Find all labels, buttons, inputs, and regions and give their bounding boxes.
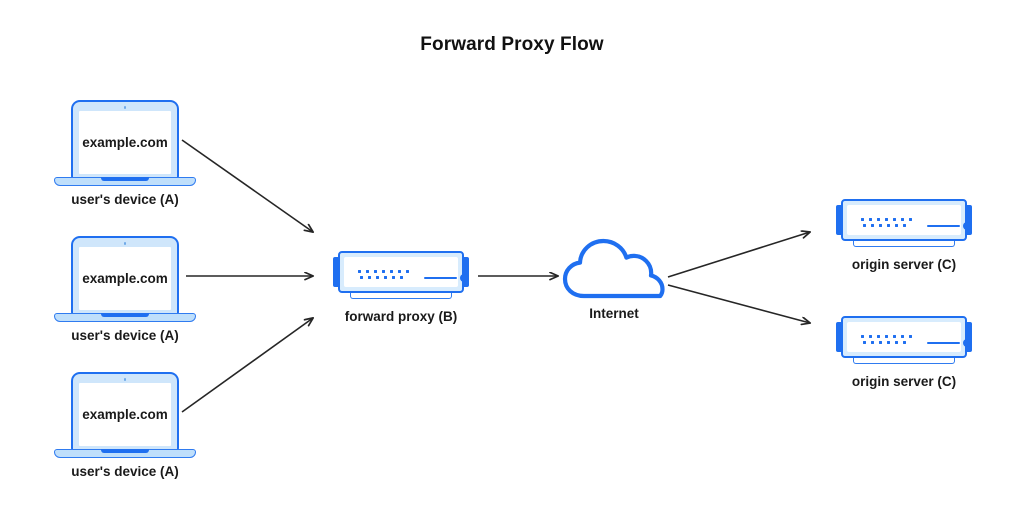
- server-status-line: [424, 277, 457, 279]
- client-screen-text: example.com: [82, 134, 168, 150]
- server-face: [847, 322, 971, 352]
- server-body: [841, 199, 971, 241]
- node-client-2[interactable]: example.com user's device (A): [54, 236, 196, 343]
- server-bar-right: [963, 205, 972, 235]
- server-body: [338, 251, 468, 293]
- edge-client3-to-proxy: [181, 318, 313, 413]
- server-bar-left: [836, 322, 845, 352]
- server-base: [853, 357, 955, 364]
- server-face: [344, 257, 468, 287]
- client-screen-text: example.com: [82, 270, 168, 286]
- laptop-screen: example.com: [79, 111, 171, 174]
- node-origin-server-1[interactable]: origin server (C): [836, 199, 972, 272]
- laptop-icon: example.com: [54, 236, 196, 332]
- proxy-label: forward proxy (B): [344, 309, 458, 324]
- laptop-camera-icon: [123, 378, 127, 381]
- edge-client1-to-proxy: [181, 139, 313, 232]
- client-screen-text: example.com: [82, 406, 168, 422]
- server-face: [847, 205, 971, 235]
- server-vent-dots: [861, 218, 919, 233]
- client-label: user's device (A): [71, 464, 179, 479]
- laptop-lid: example.com: [71, 372, 179, 450]
- laptop-lid: example.com: [71, 100, 179, 178]
- node-client-3[interactable]: example.com user's device (A): [54, 372, 196, 479]
- internet-label: Internet: [589, 306, 639, 321]
- server-icon: [836, 199, 972, 251]
- server-icon: [333, 251, 469, 303]
- laptop-screen: example.com: [79, 383, 171, 446]
- cloud-shape: [562, 238, 665, 299]
- server-status-led: [460, 274, 468, 282]
- laptop-camera-icon: [123, 242, 127, 245]
- laptop-trackpad: [101, 177, 149, 181]
- node-client-1[interactable]: example.com user's device (A): [54, 100, 196, 207]
- laptop-trackpad: [101, 313, 149, 317]
- laptop-icon: example.com: [54, 100, 196, 196]
- server-status-line: [927, 225, 960, 227]
- origin-server-label: origin server (C): [851, 374, 957, 389]
- server-bar-right: [460, 257, 469, 287]
- server-body: [841, 316, 971, 358]
- node-internet[interactable]: Internet: [562, 234, 666, 321]
- laptop-icon: example.com: [54, 372, 196, 468]
- server-status-line: [927, 342, 960, 344]
- laptop-lid: example.com: [71, 236, 179, 314]
- client-label: user's device (A): [71, 328, 179, 343]
- server-bar-left: [333, 257, 342, 287]
- laptop-camera-icon: [123, 106, 127, 109]
- server-bar-left: [836, 205, 845, 235]
- server-status-led: [963, 339, 971, 347]
- page-title: Forward Proxy Flow: [420, 34, 604, 55]
- origin-server-label: origin server (C): [851, 257, 957, 272]
- cloud-icon: [562, 234, 666, 302]
- edge-internet-to-origin1: [667, 232, 810, 278]
- server-status-led: [963, 222, 971, 230]
- server-vent-dots: [358, 270, 416, 285]
- client-label: user's device (A): [71, 192, 179, 207]
- server-icon: [836, 316, 972, 368]
- server-bar-right: [963, 322, 972, 352]
- node-forward-proxy[interactable]: forward proxy (B): [333, 251, 469, 324]
- server-vent-dots: [861, 335, 919, 350]
- server-base: [853, 240, 955, 247]
- edge-internet-to-origin2: [667, 284, 810, 323]
- server-base: [350, 292, 452, 299]
- laptop-trackpad: [101, 449, 149, 453]
- laptop-screen: example.com: [79, 247, 171, 310]
- node-origin-server-2[interactable]: origin server (C): [836, 316, 972, 389]
